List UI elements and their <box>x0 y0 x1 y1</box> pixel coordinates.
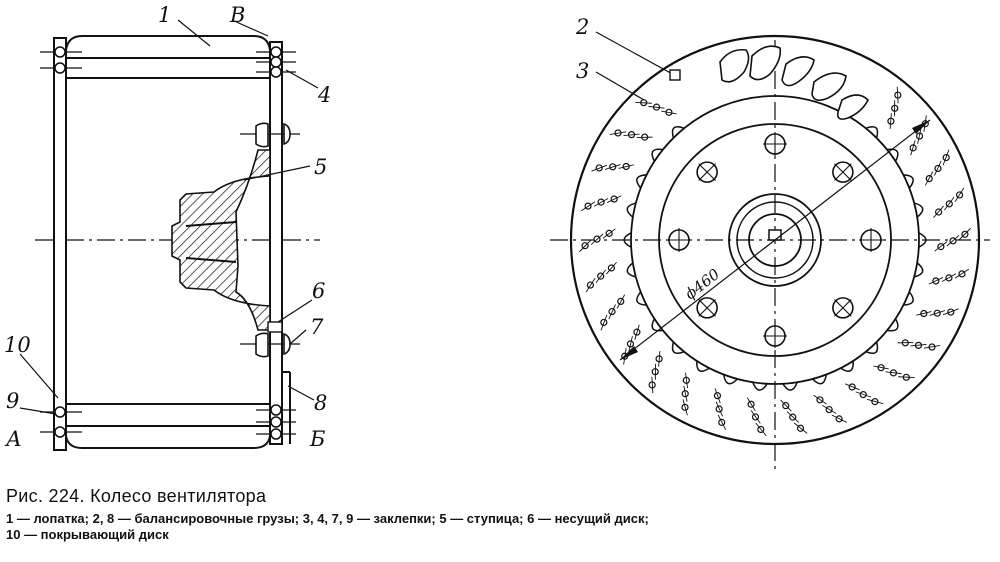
label-1: 1 <box>158 3 171 27</box>
outer-rim <box>569 34 981 446</box>
blade-segment <box>840 360 884 406</box>
blade-segment <box>580 195 637 218</box>
bolt-hole <box>859 228 883 252</box>
blade-segment <box>903 149 950 189</box>
label-b: Б <box>309 427 325 451</box>
bolt-hole <box>667 228 691 252</box>
blade-segment <box>635 99 685 139</box>
leader-lines-left <box>19 19 319 415</box>
bolt-hole <box>832 297 854 319</box>
balance-weight <box>669 69 681 81</box>
bolt-hole <box>832 161 854 183</box>
legend-line-2: 10 — покрывающий диск <box>6 527 169 542</box>
figure-caption-legend: 1 — лопатка; 2, 8 — балансировочные груз… <box>6 511 996 543</box>
carrying-disk-circle <box>658 123 892 357</box>
carrying-disk <box>269 41 283 445</box>
hub-outer <box>728 193 822 287</box>
rivets-top <box>40 46 296 78</box>
blade-top <box>65 35 271 51</box>
blade-ring <box>579 86 971 437</box>
blade-segment <box>600 291 647 331</box>
blade-segment <box>903 291 959 318</box>
label-8: 8 <box>314 391 327 415</box>
blade-segment <box>918 227 971 252</box>
blade-segment <box>865 86 902 139</box>
blade-segment <box>780 382 808 434</box>
figure-caption-title: Рис. 224. Колесо вентилятора <box>6 486 267 506</box>
cover-disk <box>53 37 67 451</box>
blade-segment <box>865 341 915 381</box>
label-5: 5 <box>314 155 327 179</box>
blade-segment <box>746 382 768 437</box>
hub-rivets <box>240 122 300 358</box>
blade-segment <box>585 261 637 293</box>
bolt-hole <box>696 297 718 319</box>
bolt-hole <box>763 132 787 156</box>
bolt-hole <box>696 161 718 183</box>
side-section-view: 1 В 4 5 6 7 8 10 9 А Б <box>4 3 331 451</box>
bolt-hole <box>763 324 787 348</box>
shaft-bore <box>748 213 802 267</box>
inner-rim <box>630 95 920 385</box>
label-v: В <box>229 3 245 27</box>
blade-segment <box>913 187 965 219</box>
blade-segment <box>609 129 663 162</box>
dimension-label: ϕ460 <box>681 265 723 303</box>
blade-segment <box>913 262 970 285</box>
label-10: 10 <box>4 333 31 357</box>
diameter-line <box>619 119 931 361</box>
hub-section <box>171 149 271 331</box>
front-view: ϕ460 2 3 <box>550 15 990 470</box>
label-7: 7 <box>310 315 324 339</box>
blade-segment <box>579 228 632 253</box>
keyway <box>768 229 782 241</box>
fan-wheel-drawing: 1 В 4 5 6 7 8 10 9 А Б <box>4 3 990 470</box>
blade-segment <box>648 341 685 394</box>
blade-bottom <box>65 435 271 449</box>
blade-segment <box>812 374 847 423</box>
blade-segment <box>591 162 647 189</box>
label-a: А <box>4 427 22 451</box>
blade-segment <box>887 318 941 351</box>
label-4: 4 <box>317 83 331 107</box>
bolt-holes <box>667 132 883 348</box>
label-3: 3 <box>576 59 589 83</box>
label-9: 9 <box>6 389 19 413</box>
leader-3 <box>595 71 645 101</box>
blade-segment <box>713 374 738 430</box>
label-6: 6 <box>312 279 325 303</box>
blade-segment <box>681 360 710 416</box>
label-2: 2 <box>575 15 589 39</box>
cutaway-blade-sections <box>719 45 869 120</box>
legend-line-1: 1 — лопатка; 2, 8 — балансировочные груз… <box>6 511 649 526</box>
rivets-bottom <box>40 404 296 440</box>
leader-2 <box>595 31 677 77</box>
